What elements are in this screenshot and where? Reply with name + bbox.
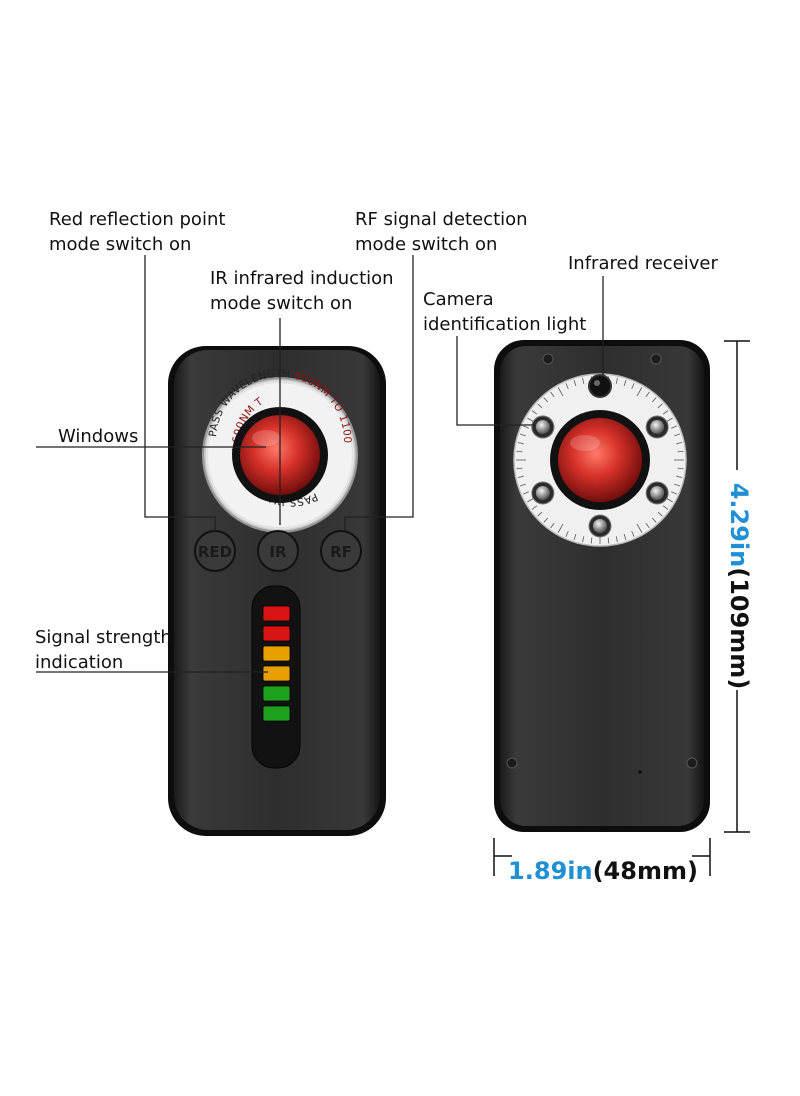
camera-led: [593, 519, 607, 533]
dial-tick: [517, 475, 524, 478]
label-camera-light: Camera identification light: [423, 289, 586, 335]
dial-tick: [543, 517, 549, 523]
screw: [650, 353, 662, 365]
label-rf-mode: RF signal detection mode switch on: [355, 209, 533, 255]
dial-tick: [523, 425, 529, 429]
dial-tick: [623, 534, 627, 541]
dial-tick: [516, 467, 523, 470]
dial-tick: [671, 425, 677, 429]
signal-led: [262, 685, 291, 702]
infrared-receiver: [588, 374, 612, 398]
height-label: 4.29in(109mm): [725, 483, 753, 690]
signal-led: [262, 705, 291, 722]
screw: [686, 757, 698, 769]
label-red-mode: Red reflection point mode switch on: [49, 209, 231, 255]
signal-led: [262, 645, 291, 662]
dial-tick: [657, 511, 663, 517]
dial-tick: [677, 450, 684, 453]
camera-led: [535, 420, 550, 434]
dial-tick: [531, 505, 538, 510]
signal-leds: [262, 605, 291, 722]
camera-led: [650, 486, 665, 500]
dial-tick: [517, 442, 524, 445]
dial-tick: [674, 433, 681, 437]
device-back: [494, 340, 710, 832]
back-lens: [558, 418, 642, 502]
dial-tick: [550, 391, 555, 398]
signal-led: [262, 605, 291, 622]
dial-tick: [557, 387, 564, 397]
label-ir-mode: IR infrared induction mode switch on: [210, 268, 399, 314]
rf-button[interactable]: RF: [320, 530, 362, 572]
label-infrared-receiver: Infrared receiver: [568, 253, 718, 274]
dial-tick: [531, 410, 538, 415]
dial-tick: [543, 397, 549, 403]
screw: [542, 353, 554, 365]
dial-tick: [550, 522, 555, 529]
svg-text:RED: RED: [198, 543, 232, 561]
label-signal-strength: Signal strength indication: [35, 627, 178, 673]
leader-lines: [36, 255, 604, 673]
height-dimension: 4.29in(109mm): [724, 340, 753, 833]
dial-tick: [662, 410, 669, 415]
svg-text:IR: IR: [269, 543, 287, 561]
dial-tick: [516, 450, 523, 453]
dial-tick: [645, 522, 650, 529]
dial-tick: [676, 475, 683, 478]
dial-tick: [651, 397, 657, 403]
dial-tick: [631, 531, 635, 537]
signal-led: [262, 665, 291, 682]
dial-tick: [645, 391, 650, 398]
dial-tick: [631, 383, 635, 389]
signal-led: [262, 625, 291, 642]
label-windows: Windows: [58, 426, 138, 447]
dial-tick: [607, 537, 610, 544]
dial-tick: [565, 383, 569, 389]
dial-tick: [651, 517, 657, 523]
camera-identification-lights: [531, 415, 669, 538]
dial-tick: [537, 403, 543, 409]
dial-tick: [523, 491, 529, 495]
camera-led: [535, 486, 550, 500]
dial-tick: [671, 491, 677, 495]
width-label: 1.89in(48mm): [508, 857, 698, 885]
dial-tick: [636, 387, 643, 397]
dial-tick: [557, 523, 564, 533]
dial-tick: [537, 511, 543, 517]
dial-tick: [519, 483, 526, 487]
dial-tick: [582, 536, 585, 543]
red-button[interactable]: RED: [194, 530, 236, 572]
dial-tick: [519, 433, 526, 437]
dial-tick: [582, 377, 585, 384]
dial-tick: [662, 505, 669, 510]
dial-tick: [590, 537, 593, 544]
svg-text:RF: RF: [330, 543, 352, 561]
dial-tick: [573, 534, 577, 541]
dial-tick: [676, 442, 683, 445]
ir-button[interactable]: IR: [257, 530, 299, 572]
camera-led: [650, 420, 665, 434]
dial-tick: [573, 379, 577, 386]
dial-tick: [657, 403, 663, 409]
dial-tick: [615, 377, 618, 384]
dial-tick: [615, 536, 618, 543]
dial-tick: [674, 483, 681, 487]
dial-tick: [636, 523, 643, 533]
dial-tick: [565, 531, 569, 537]
dial-tick: [677, 467, 684, 470]
width-dimension: 1.89in(48mm): [493, 838, 711, 885]
dial-tick: [623, 379, 627, 386]
screw: [506, 757, 518, 769]
